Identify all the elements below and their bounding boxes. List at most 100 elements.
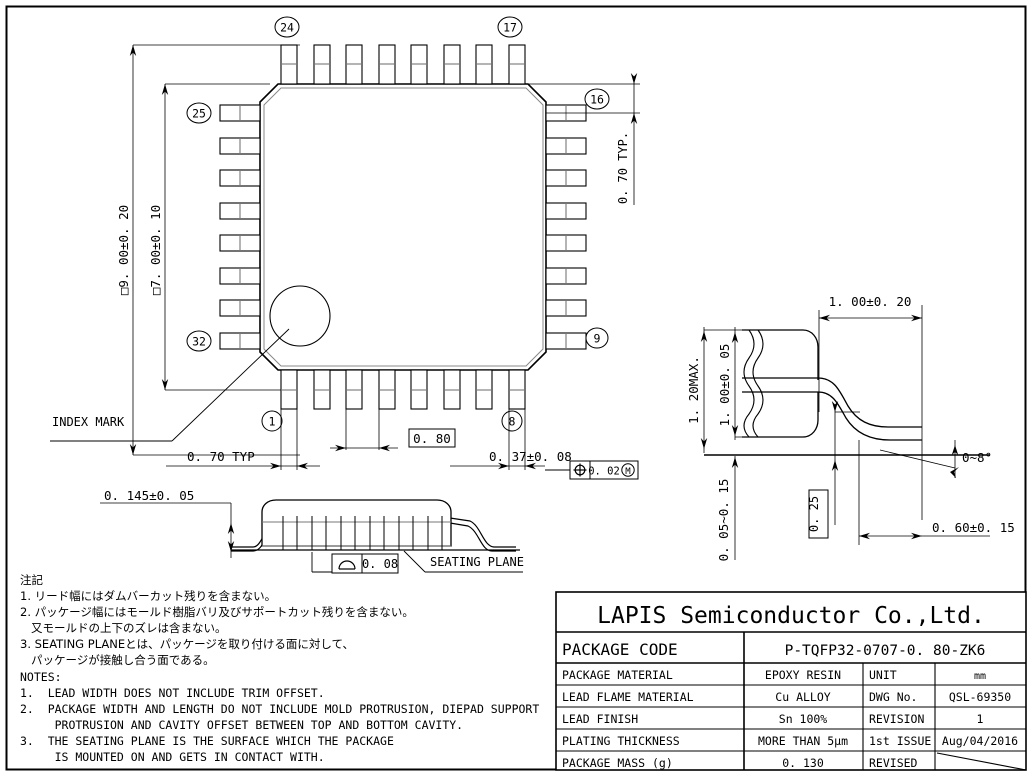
pin-callout-8-label: 8 — [509, 415, 516, 429]
title-row-4-value: 0. 130 — [782, 756, 824, 770]
title-row-1-label: LEAD FLAME MATERIAL — [562, 690, 694, 704]
seating-plane-leader — [403, 550, 523, 573]
title-row-4-label: PACKAGE MASS (g) — [562, 756, 673, 770]
title-row-0-value2: mm — [974, 671, 986, 682]
revised-strike — [936, 752, 1027, 771]
dim-total-height: 1. 20MAX. — [686, 356, 701, 424]
profile-symbol-icon — [338, 560, 356, 570]
dim-body-inner: □7. 00±0. 10 — [148, 205, 163, 295]
pin-callout-9-label: 9 — [594, 332, 601, 346]
dim-standoff: 0. 145±0. 05 — [104, 488, 194, 503]
side-view-leads — [282, 516, 443, 550]
pin-callout-25 — [186, 102, 212, 124]
title-row-3-value2: Aug/04/2016 — [942, 734, 1018, 748]
mmc-modifier-icon: M — [621, 463, 635, 477]
notes-jp-item-2b: 又モールドの上下のズレは含まない。 — [20, 621, 226, 635]
title-row-0-label2: UNIT — [869, 668, 897, 682]
notes-jp-item-3: 3. SEATING PLANEとは、パッケージを取り付ける面に対して、 — [20, 637, 354, 651]
notes-en-item-2b: PROTRUSION AND CAVITY OFFSET BETWEEN TOP… — [20, 718, 463, 732]
notes-en-item-1: 1. LEAD WIDTH DOES NOT INCLUDE TRIM OFFS… — [20, 686, 325, 700]
leads-left — [219, 104, 261, 350]
dim-lead-reach: 1. 00±0. 20 — [829, 294, 912, 309]
title-row-2-label2: REVISION — [869, 712, 924, 726]
package-code-value: P-TQFP32-0707-0. 80-ZK6 — [785, 643, 986, 659]
notes-en-item-2: 2. PACKAGE WIDTH AND LENGTH DO NOT INCLU… — [20, 702, 539, 716]
side-view: 0. 145±0. 05 0. 08 — [100, 488, 524, 574]
pin-callout-17-label: 17 — [503, 21, 517, 35]
dim-lead-thickness-frame — [808, 489, 829, 539]
gdt-frame: 0. 02 M — [545, 460, 639, 480]
notes-en-item-3: 3. THE SEATING PLANE IS THE SURFACE WHIC… — [20, 734, 394, 748]
title-row-2-value: Sn 100% — [779, 712, 828, 726]
pin-callout-9 — [585, 327, 609, 349]
pin-callout-24 — [274, 16, 300, 38]
title-row-1-label2: DWG No. — [869, 690, 917, 704]
svg-text:M: M — [625, 467, 631, 477]
notes-en-heading: NOTES: — [20, 670, 62, 684]
gdt-value: 0. 02 — [588, 466, 620, 478]
dim-body-outer: □9. 00±0. 20 — [116, 205, 131, 295]
leads-bottom — [280, 369, 526, 410]
title-row-1-value2: QSL-69350 — [949, 690, 1011, 704]
notes-jp-item-2: 2. パッケージ幅にはモールド樹脂バリ及びサポートカット残りを含まない。 — [20, 605, 414, 619]
break-line-a — [752, 329, 764, 438]
title-row-3-label: PLATING THICKNESS — [562, 734, 680, 748]
dim-lead-angle: 0~8° — [962, 450, 992, 465]
flatness-callout — [311, 552, 332, 573]
lead-detail-view: 1. 00±0. 20 1. 20MAX. 1. 00±0. 05 0. 05~… — [686, 294, 1015, 561]
pin-callout-1 — [261, 410, 283, 432]
pin-callout-32-label: 32 — [192, 335, 206, 349]
notes-en-item-3b: IS MOUNTED ON AND GETS IN CONTACT WITH. — [20, 750, 325, 764]
package-code-label: PACKAGE CODE — [562, 640, 678, 659]
title-row-0-label: PACKAGE MATERIAL — [562, 668, 673, 682]
title-block: LAPIS Semiconductor Co.,Ltd. PACKAGE COD… — [555, 591, 1027, 771]
seating-plane-label: SEATING PLANE — [430, 555, 524, 569]
pin-callouts: 24 17 25 16 32 9 1 8 — [186, 16, 610, 432]
detail-body-bottom — [742, 392, 819, 438]
pin-callout-8 — [501, 410, 523, 432]
dim-pitch-box-frame — [408, 428, 456, 448]
index-mark-label: INDEX MARK — [52, 415, 125, 429]
index-mark-leader — [50, 328, 290, 442]
pin-callout-16-label: 16 — [590, 93, 604, 107]
notes-jp-heading: 注記 — [20, 573, 43, 587]
leads-top — [280, 44, 526, 85]
break-line-b — [743, 329, 755, 438]
title-row-2-label: LEAD FINISH — [562, 712, 638, 726]
pin-callout-17 — [497, 16, 523, 38]
pin-callout-1-label: 1 — [269, 415, 276, 429]
lead-right-profile — [449, 517, 516, 548]
top-view-qfp32: □9. 00±0. 20 □7. 00±0. 10 — [50, 16, 640, 480]
leads-right — [545, 104, 587, 350]
title-row-3-value: MORE THAN 5μm — [758, 734, 848, 748]
title-row-1-value: Cu ALLOY — [775, 690, 830, 704]
title-row-2-value2: 1 — [977, 712, 984, 726]
detail-lead-upper — [742, 377, 922, 428]
package-body-inner-outline — [263, 87, 544, 367]
dim-foot-length: 0. 60±0. 15 — [932, 520, 1015, 535]
index-mark-circle — [269, 285, 331, 347]
dim-pitch-box: 0. 80 — [413, 431, 451, 446]
dim-standoff-range: 0. 05~0. 15 — [716, 479, 731, 562]
title-row-0-value: EPOXY RESIN — [765, 668, 841, 682]
side-body-outline — [261, 499, 452, 547]
detail-body-top — [742, 329, 819, 380]
pin-callout-16 — [584, 88, 610, 110]
flatness-value: 0. 08 — [362, 557, 398, 571]
dim-lead-thickness: 0. 25 — [807, 496, 821, 532]
position-symbol-icon — [573, 463, 587, 477]
dim-body-thickness: 1. 00±0. 05 — [717, 344, 732, 427]
notes-block: 注記 1. リード幅にはダムバーカット残りを含まない。 2. パッケージ幅にはモ… — [20, 573, 539, 764]
dim-lead-width: 0. 37±0. 08 — [489, 449, 572, 464]
pin-callout-24-label: 24 — [280, 21, 294, 35]
dim-lead-pitch-right: 0. 70 TYP. — [616, 132, 630, 204]
title-row-4-label2: REVISED — [869, 756, 918, 770]
pin-callout-25-label: 25 — [192, 107, 206, 121]
notes-jp-item-3b: パッケージが接触し合う面である。 — [20, 653, 215, 667]
detail-lead-lower — [742, 391, 922, 441]
dim-lead-pitch-bottom: 0. 70 TYP — [187, 449, 255, 464]
pin-callout-32 — [186, 330, 212, 352]
company-name: LAPIS Semiconductor Co.,Ltd. — [597, 603, 985, 629]
title-row-3-label2: 1st ISSUE — [869, 734, 931, 748]
